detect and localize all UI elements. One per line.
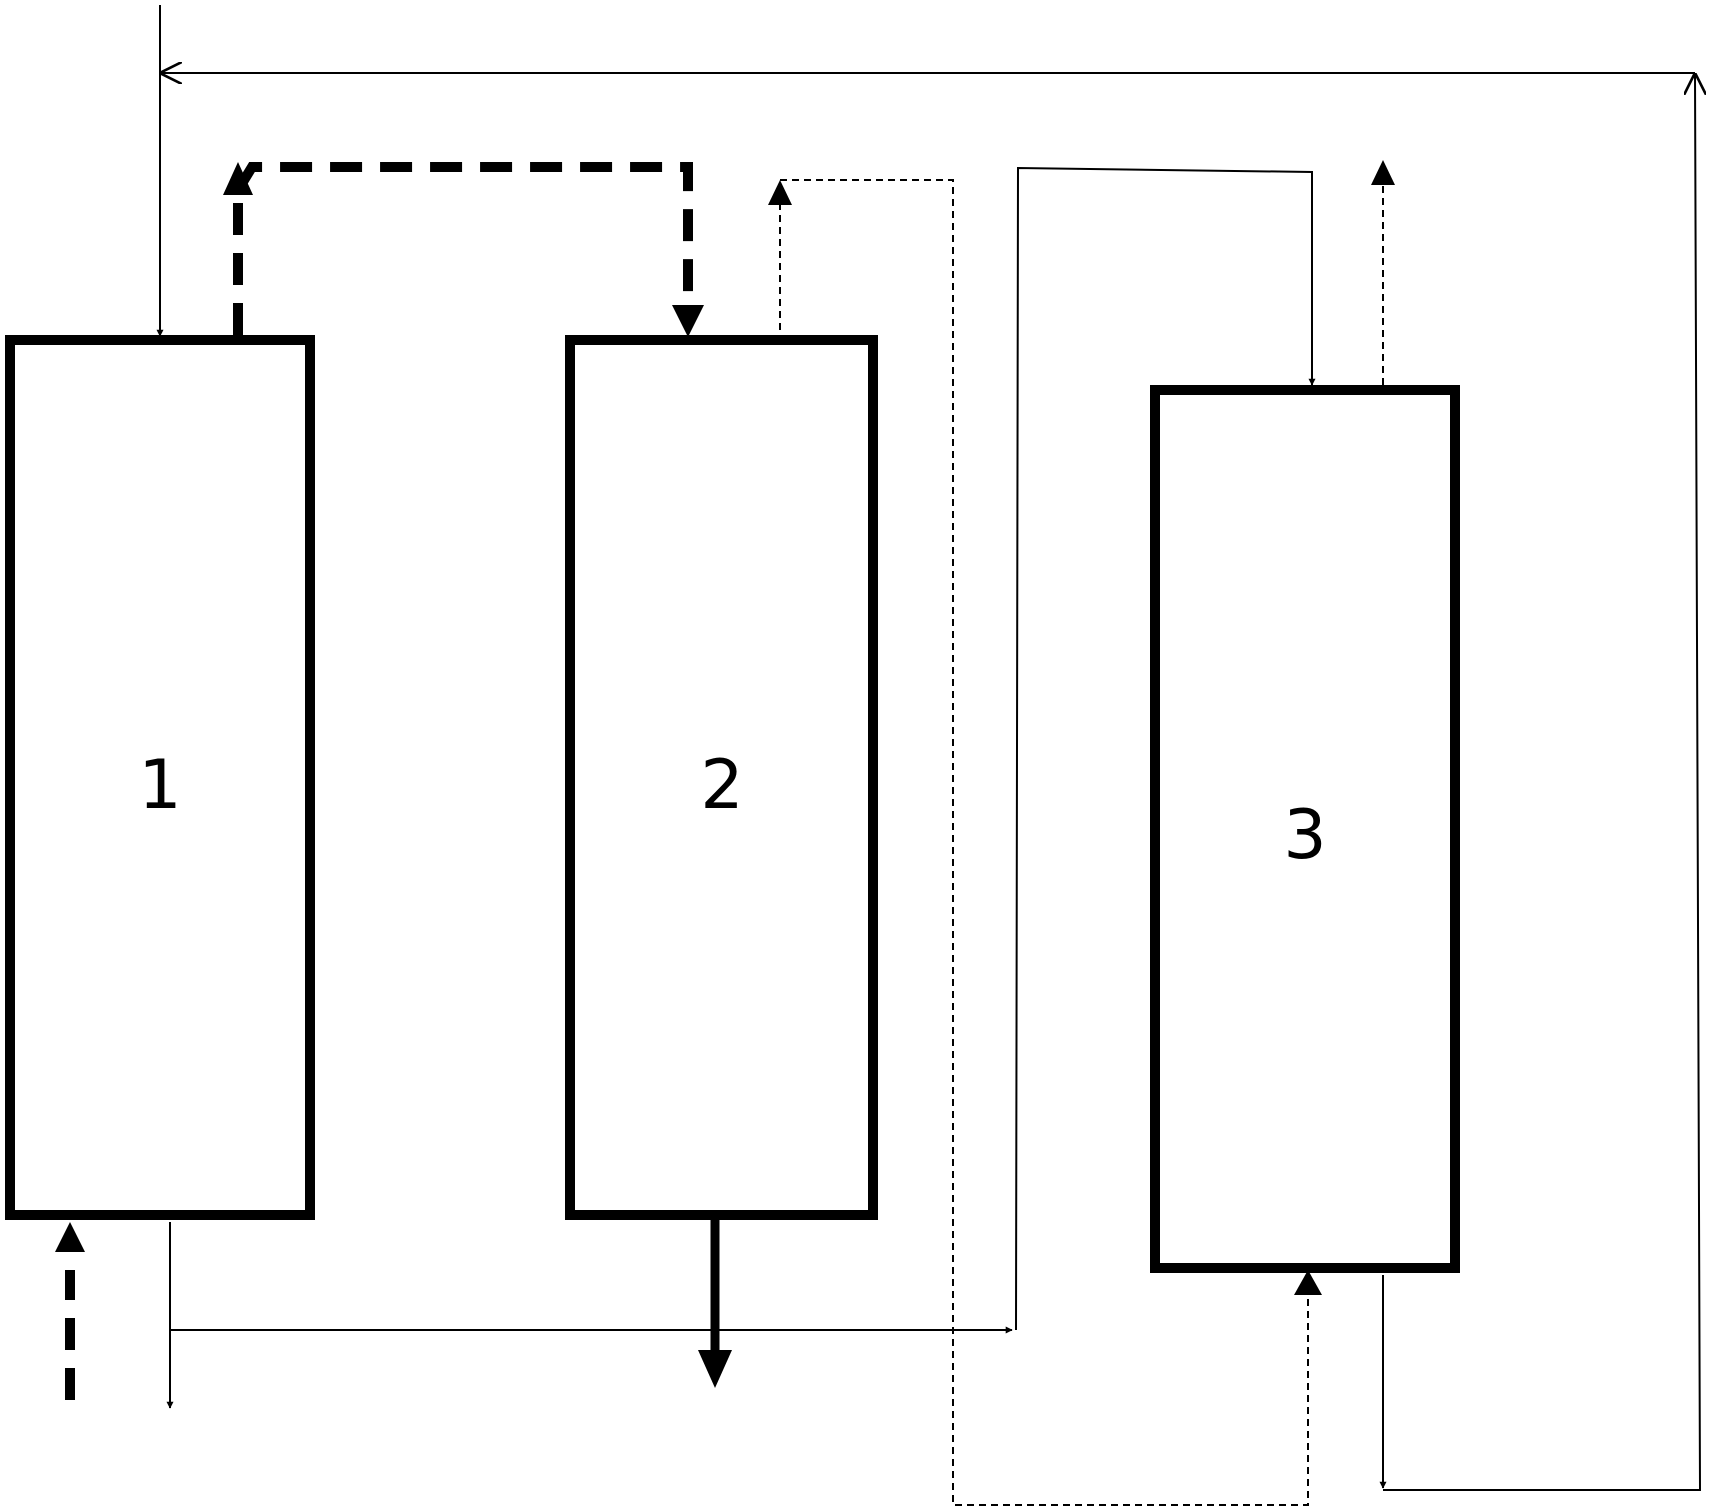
transfer-arrow-head-down bbox=[672, 305, 704, 337]
column-1-box bbox=[5, 335, 315, 1220]
transfer-arrow-head-up bbox=[223, 162, 253, 195]
thick-dashed-transfer-line bbox=[233, 162, 693, 335]
dotted-arrow-head-top bbox=[768, 180, 792, 205]
dotted-arrow-head-column-3 bbox=[1294, 1270, 1322, 1295]
riser-to-column-3-line bbox=[1015, 166, 1316, 1331]
column-1-label: 1 bbox=[138, 746, 181, 825]
column-3-box bbox=[1150, 385, 1460, 1273]
inlet-arrow-head bbox=[55, 1222, 85, 1252]
column-2-label: 2 bbox=[700, 746, 743, 825]
outlet-arrow-head bbox=[698, 1350, 732, 1388]
recycle-return-line bbox=[1383, 75, 1700, 1491]
column-1: 1 bbox=[5, 335, 315, 1220]
column-3-label: 3 bbox=[1283, 796, 1326, 875]
vent-arrow-head bbox=[1371, 160, 1395, 185]
dotted-recycle-line bbox=[779, 179, 1309, 1506]
column-2-box bbox=[565, 335, 878, 1220]
column-2: 2 bbox=[565, 335, 878, 1220]
column-3: 3 bbox=[1150, 385, 1460, 1273]
